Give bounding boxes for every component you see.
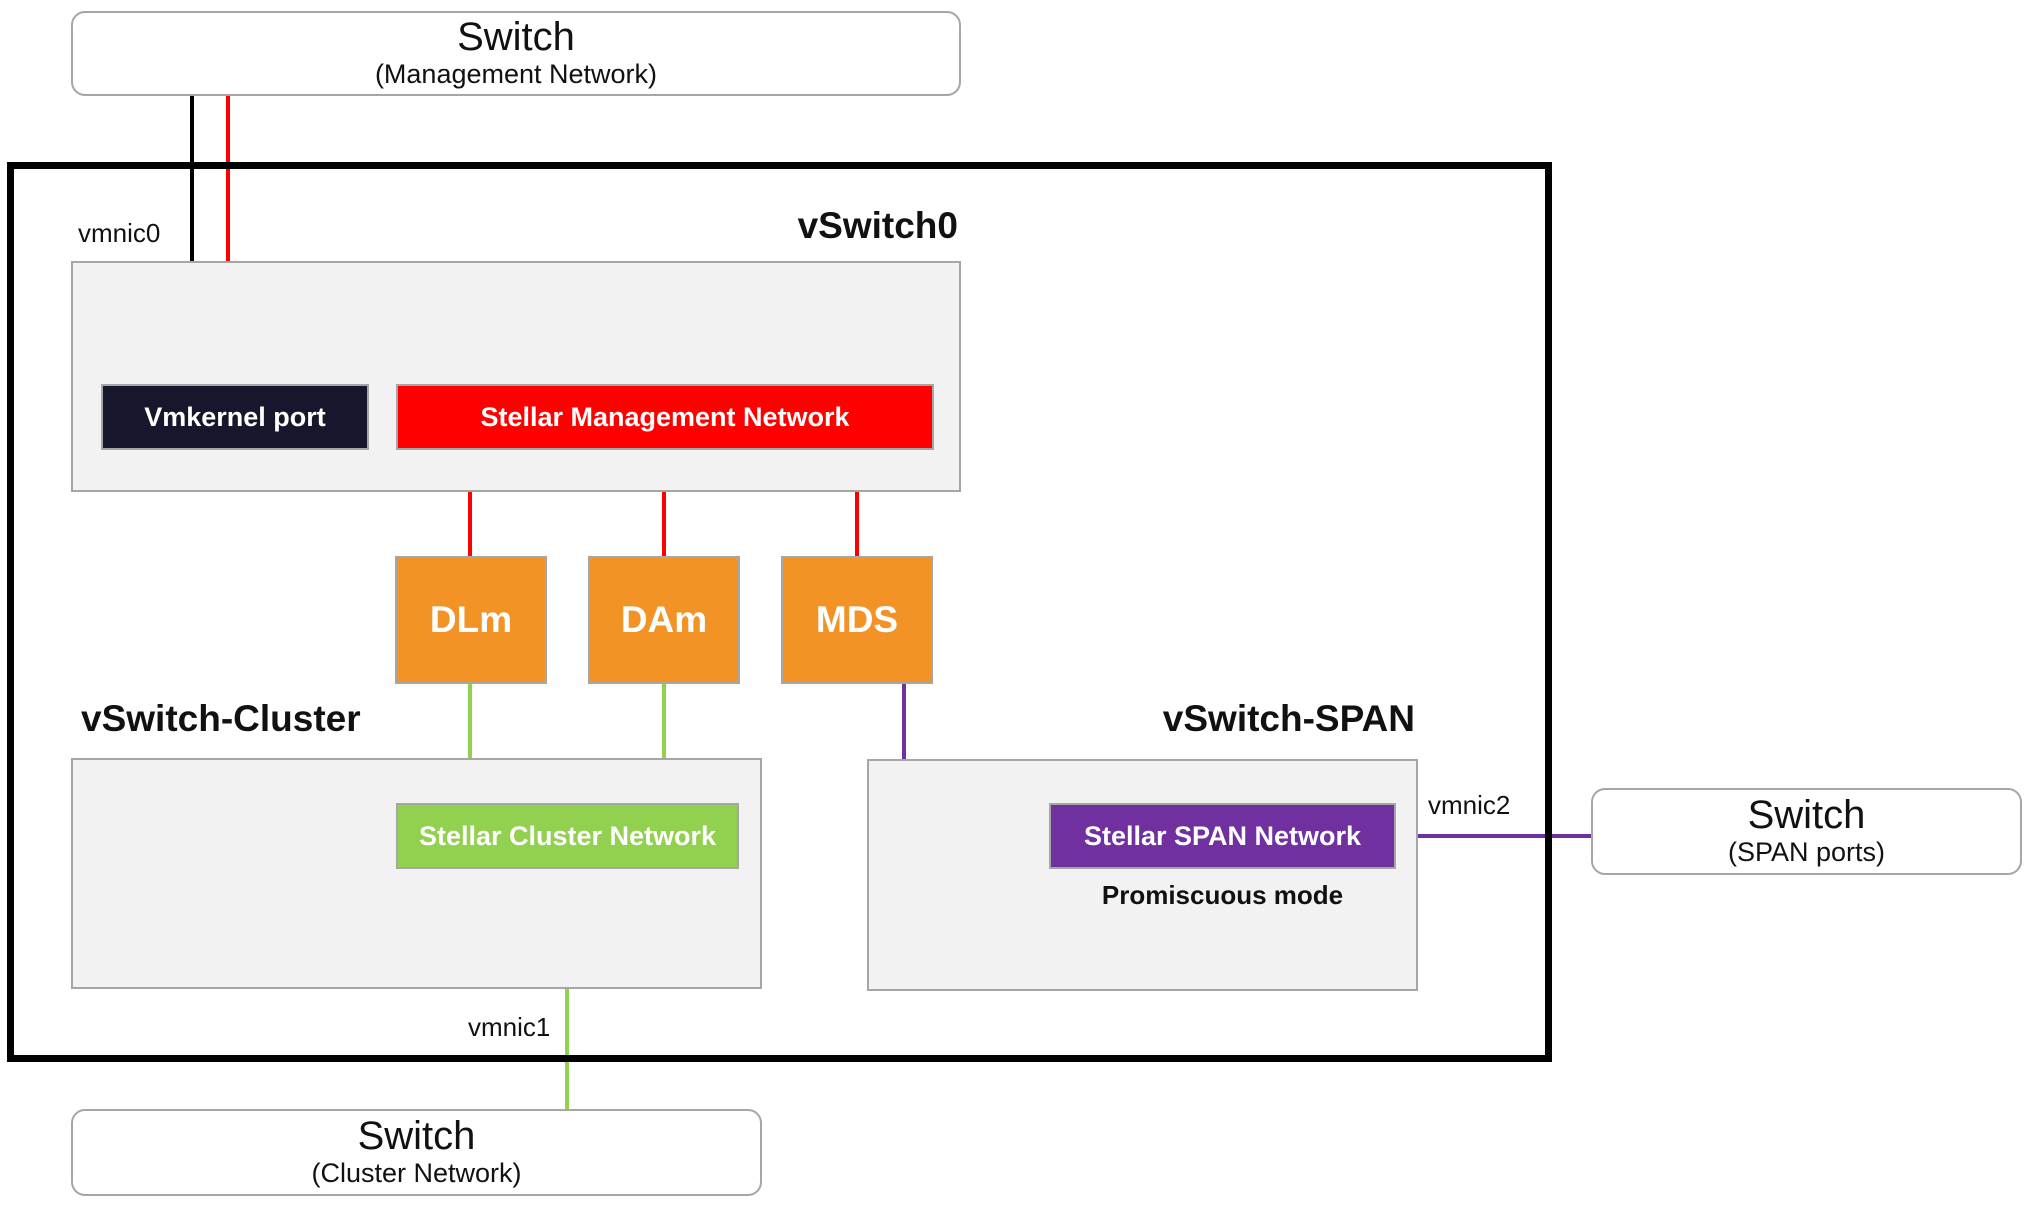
management-switch: Switch (Management Network) xyxy=(71,11,961,96)
promiscuous-mode-note: Promiscuous mode xyxy=(1101,880,1344,910)
vswitch-span-label: vSwitch-SPAN xyxy=(1162,698,1415,739)
vmkernel-port: Vmkernel port xyxy=(101,384,369,450)
span-switch-title: Switch xyxy=(1747,793,1866,838)
cluster-switch: Switch (Cluster Network) xyxy=(71,1109,762,1196)
span-switch: Switch (SPAN ports) xyxy=(1591,788,2022,875)
esxi-host-frame xyxy=(7,162,1552,1062)
vmnic1-label: vmnic1 xyxy=(468,1012,551,1042)
vm-mds: MDS xyxy=(781,556,933,684)
vswitch0 xyxy=(71,261,961,492)
vswitch0-label: vSwitch0 xyxy=(797,205,958,246)
cluster-switch-subtitle: (Cluster Network) xyxy=(311,1158,522,1189)
vswitch-cluster-label: vSwitch-Cluster xyxy=(81,698,361,739)
vswitch-span xyxy=(867,759,1418,991)
stellar-cluster-network: Stellar Cluster Network xyxy=(396,803,739,869)
vm-dlm: DLm xyxy=(395,556,547,684)
vmnic2-label: vmnic2 xyxy=(1428,790,1511,820)
vswitch-cluster xyxy=(71,758,762,989)
stellar-span-network: Stellar SPAN Network xyxy=(1049,803,1396,869)
vm-dam: DAm xyxy=(588,556,740,684)
cluster-switch-title: Switch xyxy=(357,1114,476,1159)
stellar-management-network: Stellar Management Network xyxy=(396,384,934,450)
span-switch-subtitle: (SPAN ports) xyxy=(1727,837,1886,868)
management-switch-title: Switch xyxy=(457,15,575,60)
vmnic0-label: vmnic0 xyxy=(78,218,161,248)
management-switch-subtitle: (Management Network) xyxy=(374,59,658,90)
